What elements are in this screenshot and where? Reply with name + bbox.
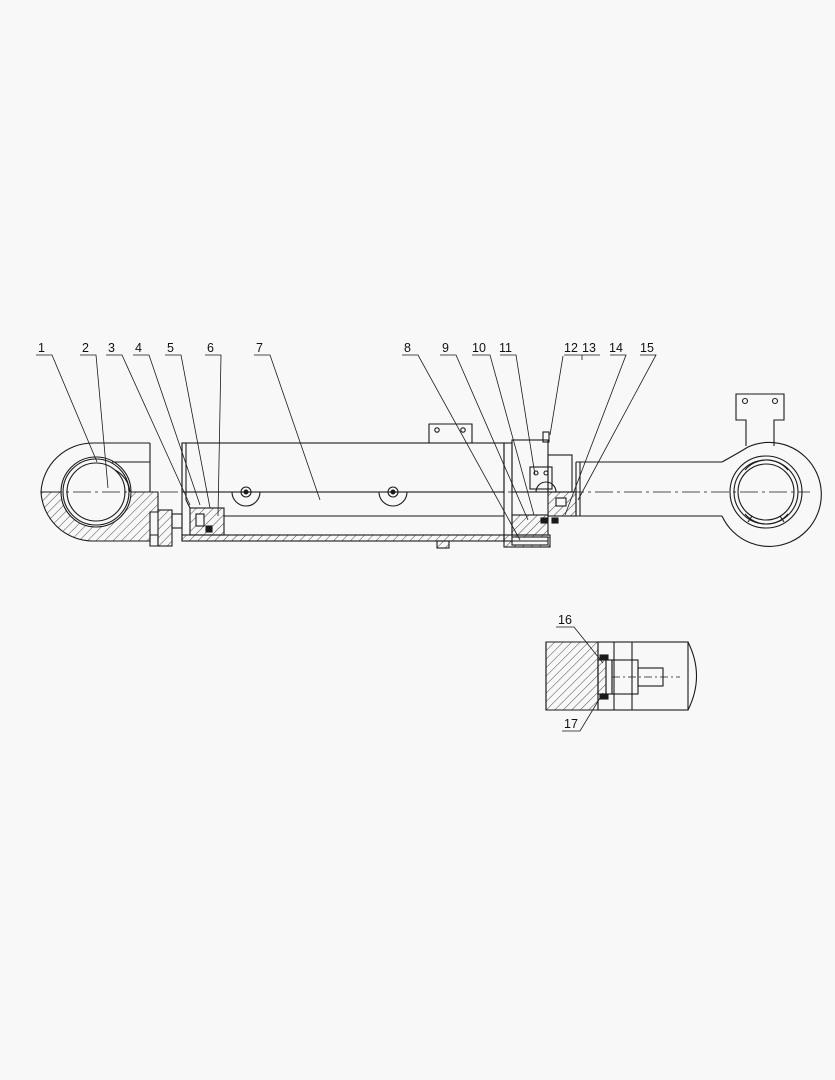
callout-11: 11 [499, 341, 512, 355]
detail-view [545, 641, 697, 711]
callout-4: 4 [135, 341, 142, 355]
callout-2: 2 [82, 341, 89, 355]
inner-rod [231, 486, 408, 507]
callout-14: 14 [609, 341, 623, 355]
callout-13: 13 [582, 341, 596, 355]
callout-1: 1 [38, 341, 45, 355]
leader-lines [36, 354, 657, 732]
piston-rod [575, 461, 722, 517]
callout-7: 7 [256, 341, 263, 355]
callout-6: 6 [207, 341, 214, 355]
callout-10: 10 [472, 341, 486, 355]
gland-head [503, 431, 577, 548]
callout-labels: 1 2 3 4 5 6 7 8 9 10 11 12 13 14 15 16 1… [38, 341, 654, 731]
cylinder-barrel [181, 423, 505, 549]
callout-5: 5 [167, 341, 174, 355]
callout-9: 9 [442, 341, 449, 355]
callout-12: 12 [564, 341, 578, 355]
callout-3: 3 [108, 341, 115, 355]
front-eye-mount [721, 393, 822, 547]
callout-16: 16 [558, 613, 572, 627]
callout-15: 15 [640, 341, 654, 355]
callout-8: 8 [404, 341, 411, 355]
callout-17: 17 [564, 717, 578, 731]
